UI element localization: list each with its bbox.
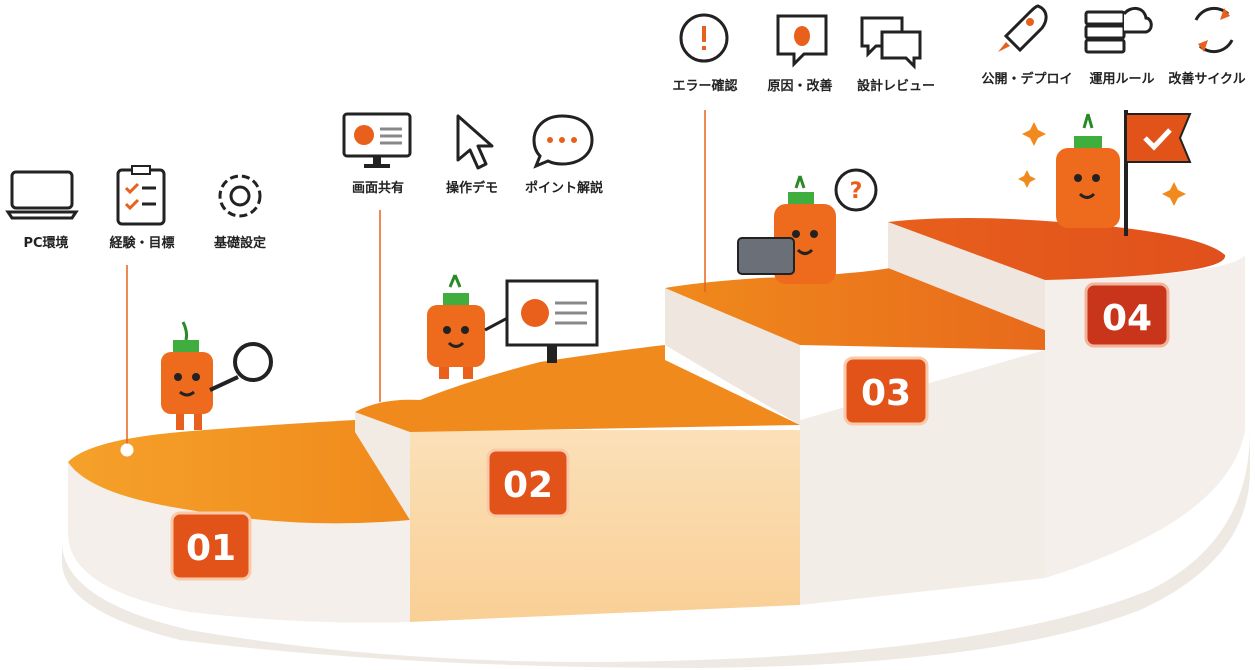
step-02-front [410,430,800,622]
step-03-top [665,268,1045,350]
clipboard-checklist-icon [116,165,166,226]
label-cause-improvement: 原因・改善 [767,79,833,94]
label-point-explanation: ポイント解説 [524,181,603,196]
step-badge-02: 02 [486,448,570,518]
step-01-top [68,420,410,524]
cursor-arrow-icon [456,114,494,170]
gear-icon [218,174,262,218]
step-number-01: 01 [186,528,236,569]
label-operation-rules: 運用ルール [1089,72,1155,87]
label-design-review: 設計レビュー [856,79,935,94]
step-number-03: 03 [861,373,911,414]
mascot-magnifier [161,321,273,430]
chat-bubbles-icon [860,16,922,70]
mascot-flag [1018,110,1192,236]
cycle-arrows-icon [1194,6,1234,54]
connector-dot-01 [120,443,134,457]
laptop-icon [5,170,79,220]
step-badge-03: 03 [843,356,929,426]
label-release-deploy: 公開・デプロイ [981,72,1073,87]
label-pc-env: PC環境 [23,236,69,251]
bug-icon [776,14,828,68]
label-basic-settings: 基礎設定 [213,236,266,251]
exclamation-circle-icon [679,13,729,63]
svg-text:?: ? [850,179,863,204]
mascot-laptop: ? [737,168,878,284]
step-02-side [355,412,410,520]
label-experience-goals: 経験・目標 [109,236,175,251]
step-04-top [888,218,1226,280]
label-error-check: エラー確認 [672,79,738,94]
step-number-04: 04 [1102,298,1152,339]
label-improvement-cycle: 改善サイクル [1168,72,1246,87]
step-02-top [355,345,800,432]
step-03-side [665,288,800,425]
mascot-presenter [427,274,599,379]
rocket-icon [998,4,1048,53]
step-04-side [888,222,1045,330]
label-operation-demo: 操作デモ [445,181,498,196]
monitor-chart-icon [342,112,412,168]
label-screen-share: 画面共有 [351,181,404,196]
step-number-02: 02 [503,465,553,506]
step-badge-01: 01 [170,511,252,581]
speech-bubble-icon [532,114,594,169]
step-badge-04: 04 [1084,282,1170,348]
server-cloud-icon [1084,7,1153,54]
